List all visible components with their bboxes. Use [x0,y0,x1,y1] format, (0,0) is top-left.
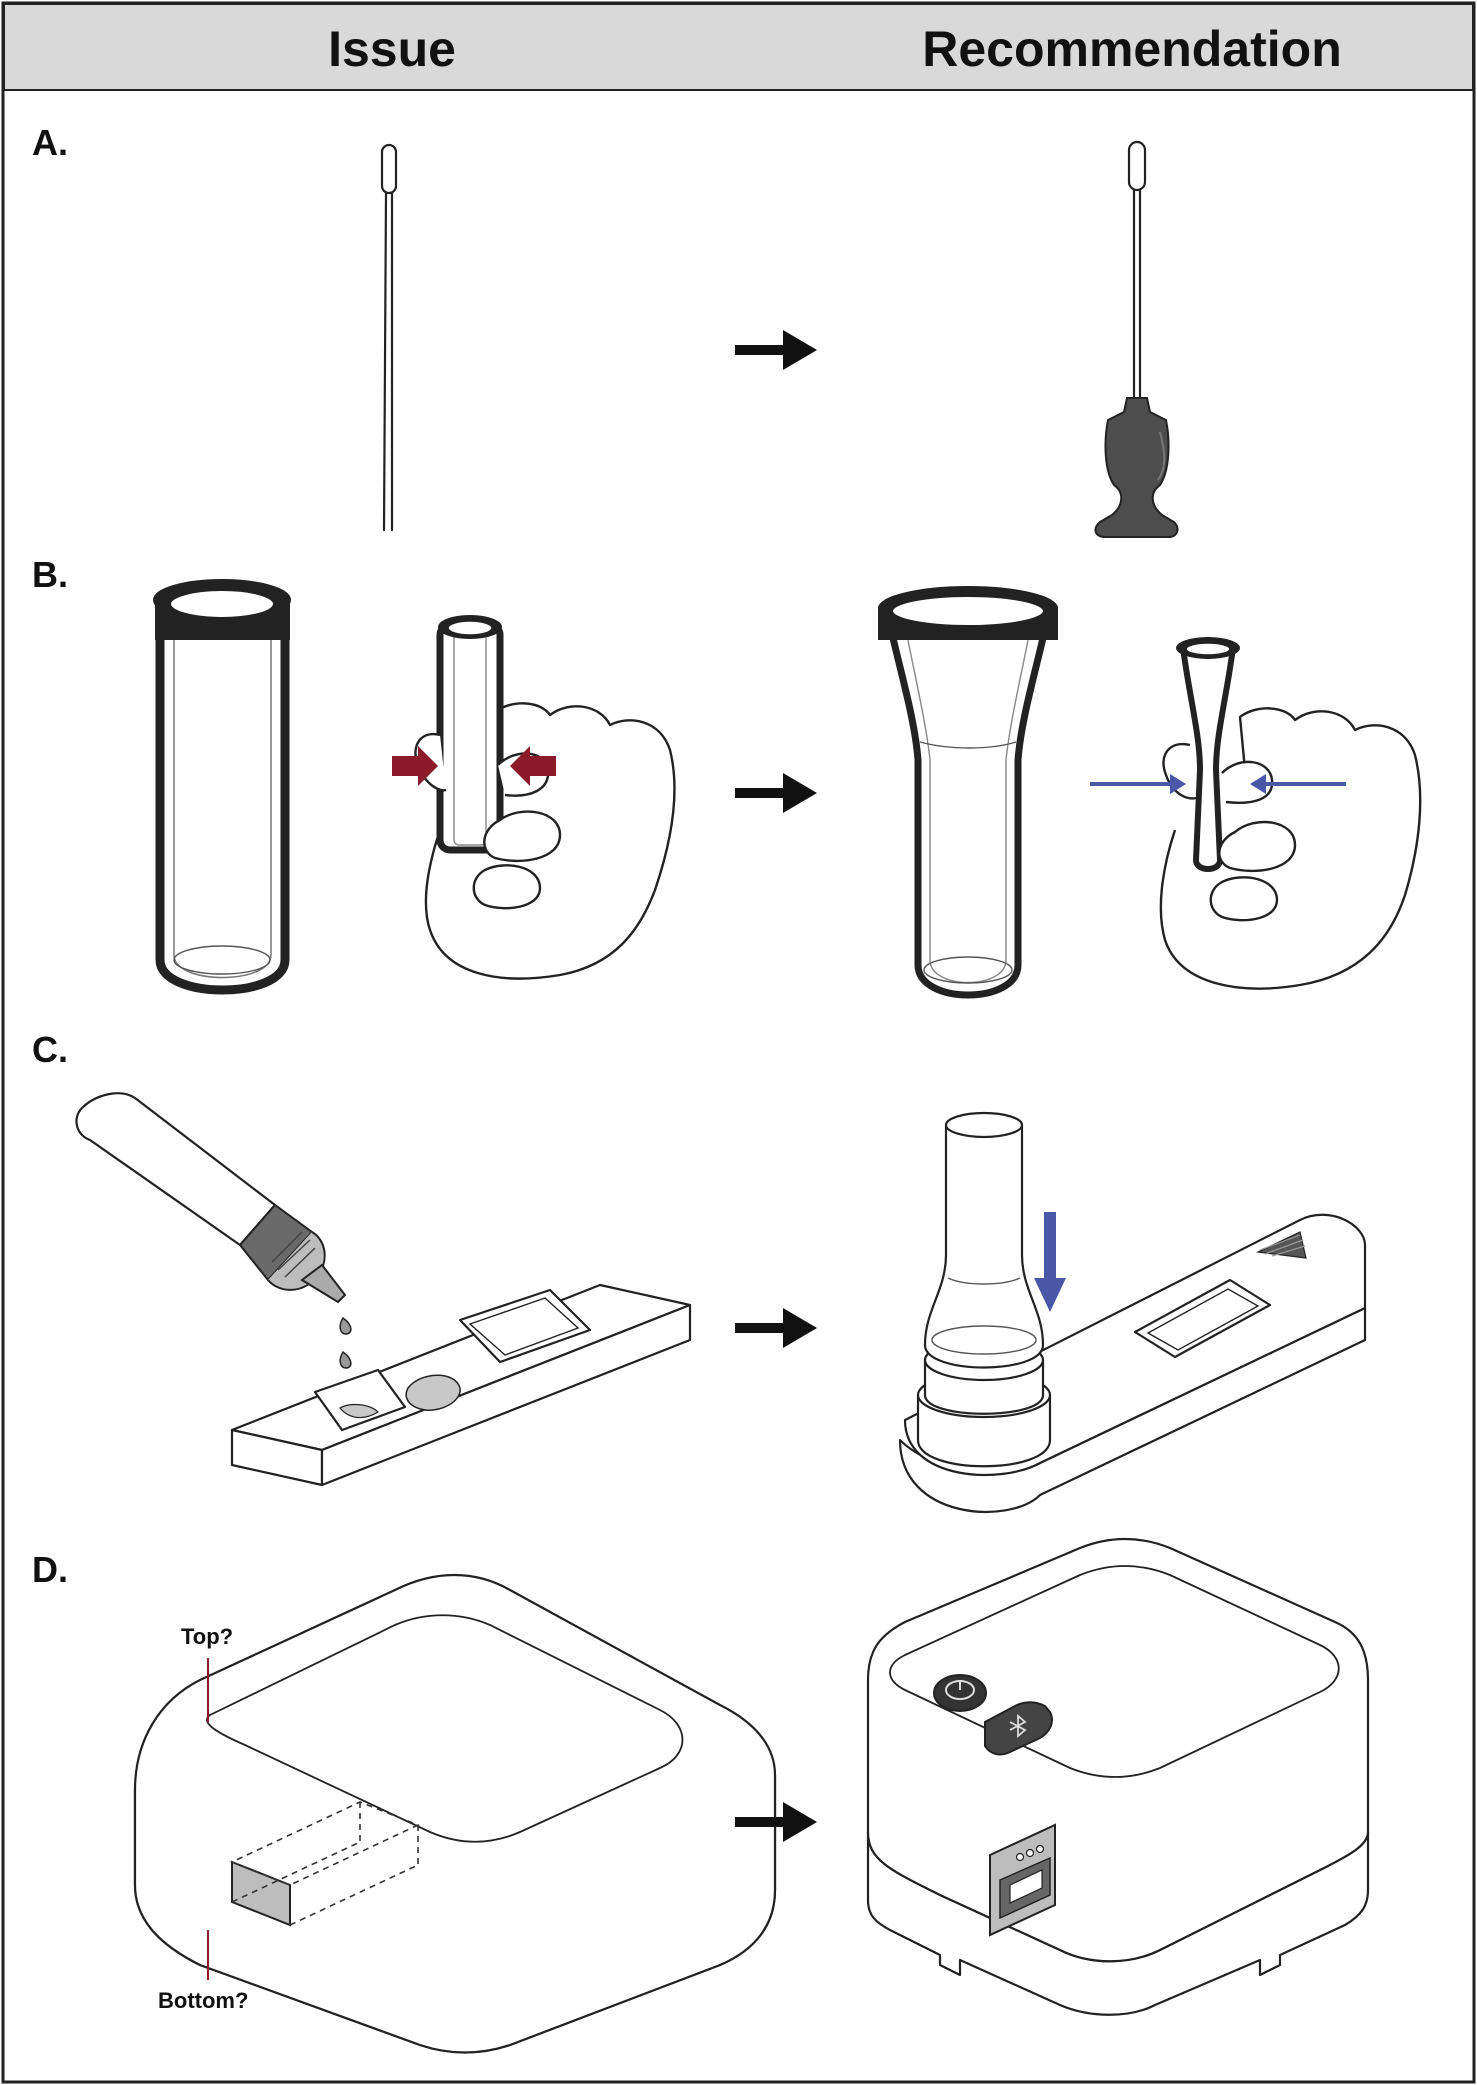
top-callout: Top? [181,1624,233,1649]
swab-icon [380,143,398,532]
test-cassette-flat-icon [230,1283,692,1487]
reader-device-issue-icon [133,1573,777,2054]
row-label-d: D. [32,1549,68,1590]
hand-squeezing-tube-right [1090,637,1422,990]
row-label-c: C. [32,1029,68,1070]
reader-device-recommendation-icon [866,1537,1370,2016]
hand-squeezing-tube-left [392,615,676,980]
funnel-tube-icon [878,586,1058,999]
bluetooth-button-icon [984,1701,1053,1756]
row-label-a: A. [32,122,68,163]
row-label-b: B. [32,554,68,595]
swab-with-handle-icon [1094,140,1179,538]
header-bar [3,3,1474,91]
power-button-icon [933,1674,987,1712]
header-issue: Issue [328,21,456,77]
tube-icon [153,579,291,995]
header-recommendation: Recommendation [922,21,1342,77]
test-cassette-integrated-icon [898,1111,1367,1513]
bottom-callout: Bottom? [158,1988,248,2013]
